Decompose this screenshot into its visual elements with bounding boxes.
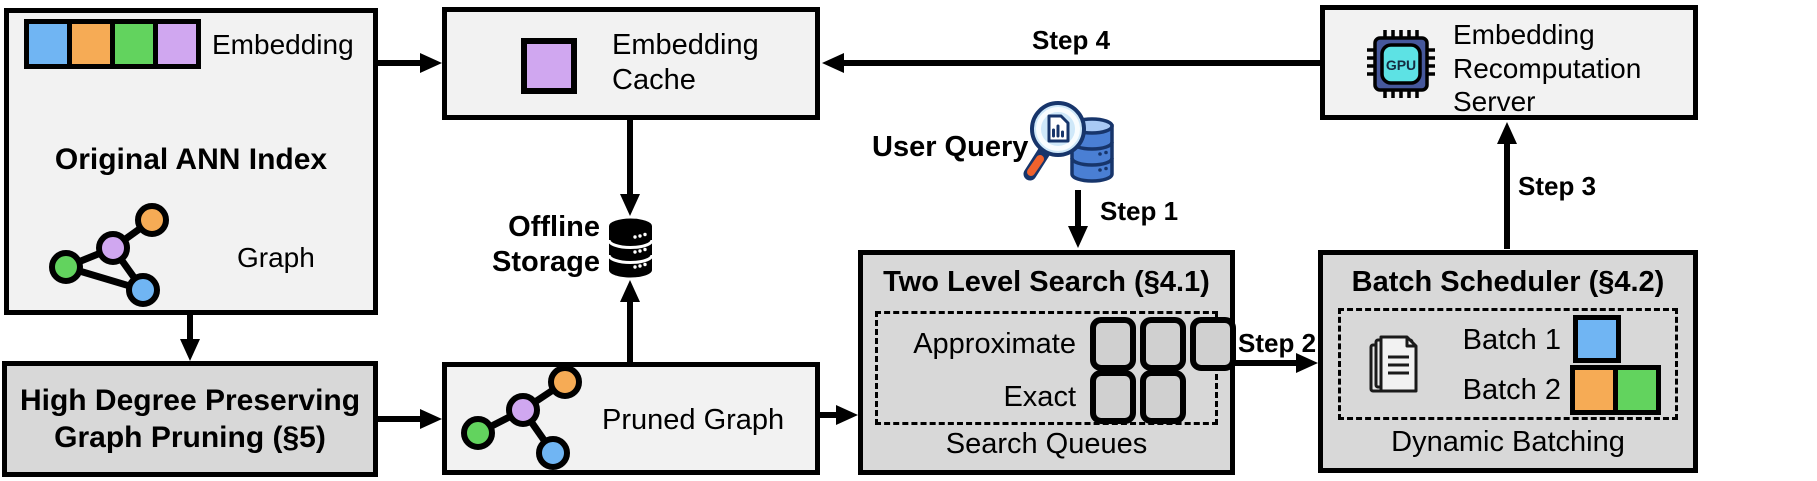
graph-node-orange xyxy=(135,203,169,237)
graph-node-purple xyxy=(506,393,540,427)
pruned-graph-box: Pruned Graph xyxy=(442,362,820,475)
step3-label: Step 3 xyxy=(1518,171,1597,201)
exact-label: Exact xyxy=(1003,380,1076,413)
arrow-ann-to-cache xyxy=(377,53,442,73)
embedding-cell-purple xyxy=(158,24,196,64)
arrow-cache-to-storage xyxy=(620,119,640,216)
magnifier-handle xyxy=(1027,155,1044,176)
queue-slot xyxy=(1190,317,1236,371)
graph-node-orange xyxy=(548,365,582,399)
step2-label: Step 2 xyxy=(1238,328,1317,358)
arrow-pruned-to-storage xyxy=(620,280,640,363)
embedding-cache-box: Embedding Cache xyxy=(442,7,820,120)
arrow-ann-to-pruning xyxy=(180,314,200,361)
arrow-step-1 xyxy=(1068,190,1088,248)
gpu-icon: GPU xyxy=(1367,30,1435,98)
graph-node-green xyxy=(461,416,495,450)
database-icon xyxy=(607,218,654,278)
server-label-line3: Server xyxy=(1453,86,1536,118)
server-label-line1: Embedding xyxy=(1453,19,1595,50)
batch2-square-green xyxy=(1618,370,1656,410)
queue-slot xyxy=(1090,370,1136,424)
offline-storage-line2: Storage xyxy=(492,245,600,278)
embedding-cell-orange xyxy=(72,24,110,64)
embedding-cache-label-line2: Cache xyxy=(612,63,696,96)
graph-pruning-title-line2: Graph Pruning (§5) xyxy=(54,421,326,454)
search-queues-container: Approximate Exact xyxy=(875,311,1236,425)
original-ann-index-box: Embedding Original ANN Index Graph xyxy=(4,8,378,315)
dynamic-batching-label: Dynamic Batching xyxy=(1391,426,1625,459)
batch-scheduler-title: Batch Scheduler (§4.2) xyxy=(1351,266,1665,298)
exact-queue xyxy=(1090,370,1186,424)
two-level-search-box: Two Level Search (§4.1) Approximate Exac… xyxy=(858,250,1236,475)
embedding-cell-green xyxy=(115,24,153,64)
offline-storage-line1: Offline xyxy=(508,211,600,243)
two-level-search-title: Two Level Search (§4.1) xyxy=(883,266,1210,298)
original-ann-index-title: Original ANN Index xyxy=(54,143,328,176)
pruned-graph-icon xyxy=(461,365,582,470)
pruned-graph-label: Pruned Graph xyxy=(602,404,785,436)
server-label-line2: Recomputation xyxy=(1453,52,1642,84)
document-stack-icon xyxy=(1369,335,1418,393)
batch-scheduler-box: Batch Scheduler (§4.2) Batch 1 Batch 2 xyxy=(1318,250,1698,473)
user-query-label: User Query xyxy=(872,131,1029,163)
original-graph-icon xyxy=(49,203,169,307)
cached-embedding-icon xyxy=(521,38,577,94)
user-query-icon xyxy=(1023,101,1114,183)
queue-slot xyxy=(1140,370,1186,424)
approximate-label: Approximate xyxy=(913,327,1076,360)
arrow-step-4 xyxy=(822,53,1321,73)
graph-label: Graph xyxy=(237,242,315,273)
queue-slot xyxy=(1090,317,1136,371)
batch2-square-orange xyxy=(1575,370,1613,410)
offline-storage-label: Offline Storage xyxy=(455,210,600,280)
batch2-squares xyxy=(1570,365,1661,415)
search-queues-label: Search Queues xyxy=(945,428,1148,461)
graph-node-purple xyxy=(96,231,130,265)
gpu-text: GPU xyxy=(1386,57,1416,73)
step4-label: Step 4 xyxy=(1032,25,1111,55)
batch2-label: Batch 2 xyxy=(1462,374,1561,406)
embedding-vector-icon xyxy=(24,19,201,69)
graph-pruning-box: High Degree Preserving Graph Pruning (§5… xyxy=(2,361,378,477)
graph-node-blue xyxy=(536,436,570,470)
batch1-square-blue xyxy=(1573,315,1621,363)
approximate-queue xyxy=(1090,317,1236,371)
arrow-pruning-to-pruned xyxy=(377,409,442,429)
arrow-step-3 xyxy=(1497,122,1517,249)
graph-pruning-title-line1: High Degree Preserving xyxy=(19,383,361,417)
graph-node-green xyxy=(49,250,83,284)
embedding-cache-label-line1: Embedding xyxy=(612,29,759,61)
dynamic-batching-container: Batch 1 Batch 2 xyxy=(1338,308,1678,420)
queue-slot xyxy=(1140,317,1186,371)
graph-node-blue xyxy=(126,273,160,307)
query-document xyxy=(1047,114,1070,143)
batch1-label: Batch 1 xyxy=(1462,324,1561,356)
embedding-label: Embedding xyxy=(212,29,354,60)
arrow-pruned-to-search xyxy=(819,405,858,425)
recomputation-server-box: GPU Embedding Recomputation Server xyxy=(1320,5,1698,120)
embedding-cell-blue xyxy=(29,24,67,64)
step1-label: Step 1 xyxy=(1100,196,1179,226)
